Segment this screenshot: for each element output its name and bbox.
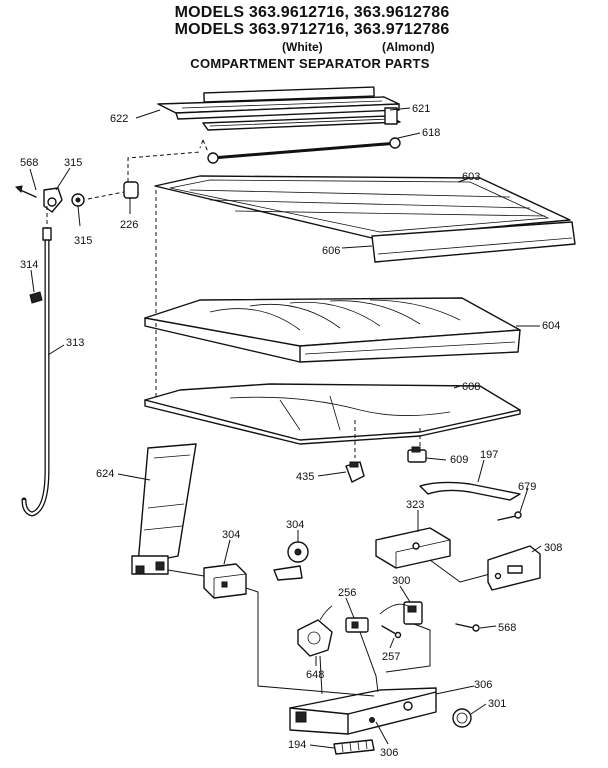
label-608: 608	[462, 381, 480, 393]
part-604-separator-frame[interactable]	[144, 297, 521, 363]
variant-white: (White)	[282, 40, 323, 54]
label-308: 308	[544, 542, 562, 554]
part-603-glass-shelf[interactable]	[154, 175, 571, 239]
label-621: 621	[412, 103, 430, 115]
label-301: 301	[488, 698, 506, 710]
part-648-motor[interactable]	[297, 605, 333, 657]
part-304-foam-block[interactable]	[203, 563, 247, 599]
label-624: 624	[96, 468, 114, 480]
part-257-screw[interactable]	[381, 625, 402, 639]
label-603: 603	[462, 171, 480, 183]
part-226-hinge[interactable]	[87, 151, 201, 200]
label-314: 314	[20, 259, 38, 271]
label-568-top: 568	[20, 157, 38, 169]
variant-almond: (Almond)	[382, 40, 435, 54]
label-197: 197	[480, 449, 498, 461]
label-306-bottom: 306	[380, 747, 398, 759]
part-621-channel[interactable]	[202, 107, 401, 131]
label-306-right: 306	[474, 679, 492, 691]
label-568-bottom: 568	[498, 622, 516, 634]
part-315-bracket[interactable]	[43, 187, 85, 213]
label-304-gear: 304	[286, 519, 304, 531]
label-194: 194	[288, 739, 306, 751]
label-315-top: 315	[64, 157, 82, 169]
part-622-cover[interactable]	[157, 86, 400, 120]
part-194-grille[interactable]	[333, 739, 375, 755]
label-648: 648	[306, 669, 324, 681]
part-679-screw[interactable]	[497, 511, 522, 521]
part-606-front-trim[interactable]	[371, 221, 576, 263]
label-323: 323	[406, 499, 424, 511]
label-226: 226	[120, 219, 138, 231]
part-323-bracket[interactable]	[375, 527, 491, 583]
part-624-duct-panel[interactable]	[131, 443, 197, 575]
label-606: 606	[322, 245, 340, 257]
label-256: 256	[338, 587, 356, 599]
part-608-separator-pan[interactable]	[144, 383, 521, 458]
label-315-bottom: 315	[74, 235, 92, 247]
part-568-screw-bottom[interactable]	[455, 623, 480, 632]
label-679: 679	[518, 481, 536, 493]
part-618-rod[interactable]	[199, 137, 401, 164]
part-313-cable[interactable]	[21, 206, 52, 517]
model-line-2: MODELS 363.9712716, 363.9712786	[174, 21, 450, 38]
part-306-housing[interactable]	[289, 687, 437, 735]
part-314-clip[interactable]	[29, 291, 43, 304]
model-line-1: MODELS 363.9612716, 363.9612786	[174, 4, 450, 21]
label-622: 622	[110, 113, 128, 125]
label-618: 618	[422, 127, 440, 139]
diagram-subtitle: COMPARTMENT SEPARATOR PARTS	[190, 56, 430, 71]
part-435-knob[interactable]	[345, 461, 365, 483]
label-257: 257	[382, 651, 400, 663]
part-304-gear-knob[interactable]	[273, 541, 309, 581]
label-313: 313	[66, 337, 84, 349]
part-197-strip[interactable]	[419, 481, 521, 501]
part-256-switch[interactable]	[345, 617, 369, 633]
part-301-knob[interactable]	[452, 708, 472, 728]
label-609: 609	[450, 454, 468, 466]
label-304-block: 304	[222, 529, 240, 541]
part-300-switch[interactable]	[379, 601, 423, 625]
label-604: 604	[542, 320, 560, 332]
label-300: 300	[392, 575, 410, 587]
part-308-plate[interactable]	[487, 545, 541, 591]
label-435: 435	[296, 471, 314, 483]
part-568-screw-top[interactable]	[14, 185, 37, 198]
part-609-latch[interactable]	[407, 446, 427, 463]
